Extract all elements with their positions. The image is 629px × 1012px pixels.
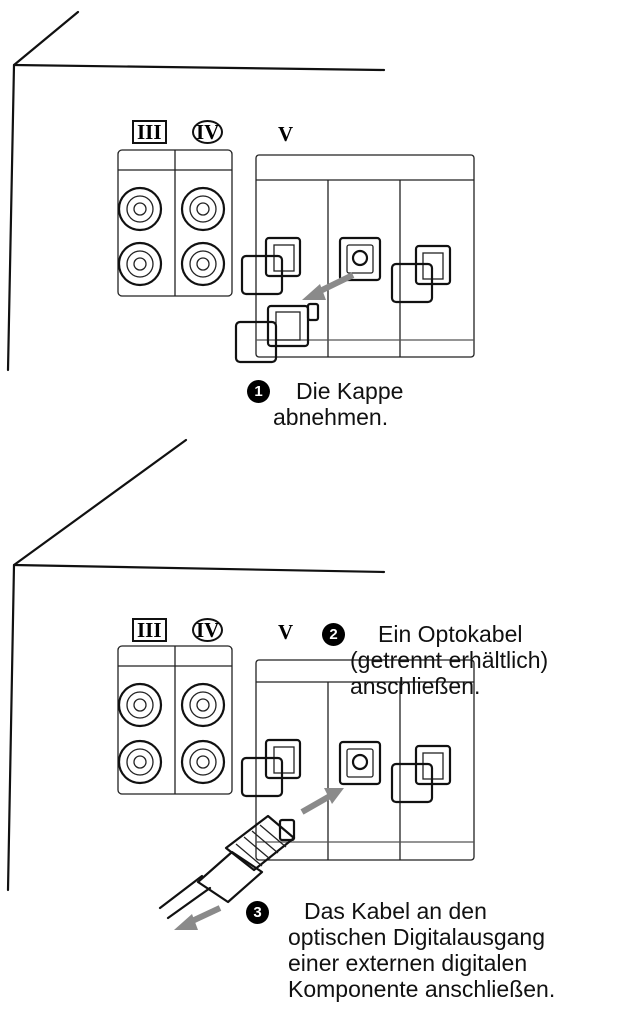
optical-jack-capped-right bbox=[390, 744, 452, 804]
step3-caption-line2: optischen Digitalausgang bbox=[288, 924, 546, 950]
optical-jack-block bbox=[255, 659, 475, 861]
rca-jack-iii-top bbox=[117, 186, 163, 232]
input-label-iv: IV bbox=[192, 120, 224, 144]
step3-caption-line3: einer externen digitalen bbox=[288, 950, 528, 976]
rca-jack-iii-bottom bbox=[117, 739, 163, 785]
chassis-edge-top bbox=[12, 63, 386, 72]
chassis-edge-top bbox=[12, 563, 386, 574]
device-rear-drawing-2 bbox=[6, 438, 475, 930]
optical-jack-capped-right bbox=[390, 244, 452, 304]
input-label-v: V bbox=[278, 122, 294, 146]
remove-cap-arrow bbox=[302, 272, 355, 300]
step3-caption-line1: Das Kabel an den bbox=[304, 898, 487, 924]
step2-caption-line3: anschließen. bbox=[350, 673, 481, 699]
optical-jack-open bbox=[338, 236, 382, 282]
input-label-iv: IV bbox=[192, 618, 224, 642]
chassis-edge-left bbox=[6, 438, 188, 892]
optical-cable-plug bbox=[158, 814, 296, 920]
rca-jack-iv-top bbox=[180, 682, 226, 728]
rca-jack-iv-bottom bbox=[180, 241, 226, 287]
step2-caption-line2: (getrennt erhältlich) bbox=[350, 647, 549, 673]
insert-cable-arrow bbox=[300, 788, 344, 815]
optical-jack-block bbox=[255, 154, 475, 358]
optical-jack-open bbox=[338, 740, 382, 786]
step1-caption-line1: Die Kappe bbox=[296, 378, 404, 404]
step2-badge: 2 bbox=[322, 623, 345, 646]
step3-badge: 3 bbox=[246, 901, 269, 924]
optical-jack-capped-left bbox=[240, 738, 302, 798]
input-label-v: V bbox=[278, 620, 294, 644]
step1-badge: 1 bbox=[247, 380, 270, 403]
rca-jack-iv-top bbox=[180, 186, 226, 232]
step1-caption-line2: abnehmen. bbox=[273, 404, 389, 430]
device-rear-drawing-1 bbox=[6, 10, 475, 372]
step3-caption-line4: Komponente anschließen. bbox=[288, 976, 556, 1002]
rca-jack-iii-bottom bbox=[117, 241, 163, 287]
diagram-step2-panel: III IV V 2 Ein Optokabel (getrennt erhäl… bbox=[0, 438, 629, 1012]
diagram-step1-panel: III IV V 1 Die Kappe abnehmen. bbox=[0, 0, 629, 470]
step2-caption-line1: Ein Optokabel bbox=[378, 621, 523, 647]
input-label-iii: III bbox=[132, 120, 167, 144]
to-external-component-arrow bbox=[174, 905, 222, 930]
rca-jack-iv-bottom bbox=[180, 739, 226, 785]
removed-dust-cap bbox=[234, 302, 320, 364]
rca-jack-iii-top bbox=[117, 682, 163, 728]
input-label-iii: III bbox=[132, 618, 167, 642]
optical-jack-capped-left bbox=[240, 236, 302, 296]
